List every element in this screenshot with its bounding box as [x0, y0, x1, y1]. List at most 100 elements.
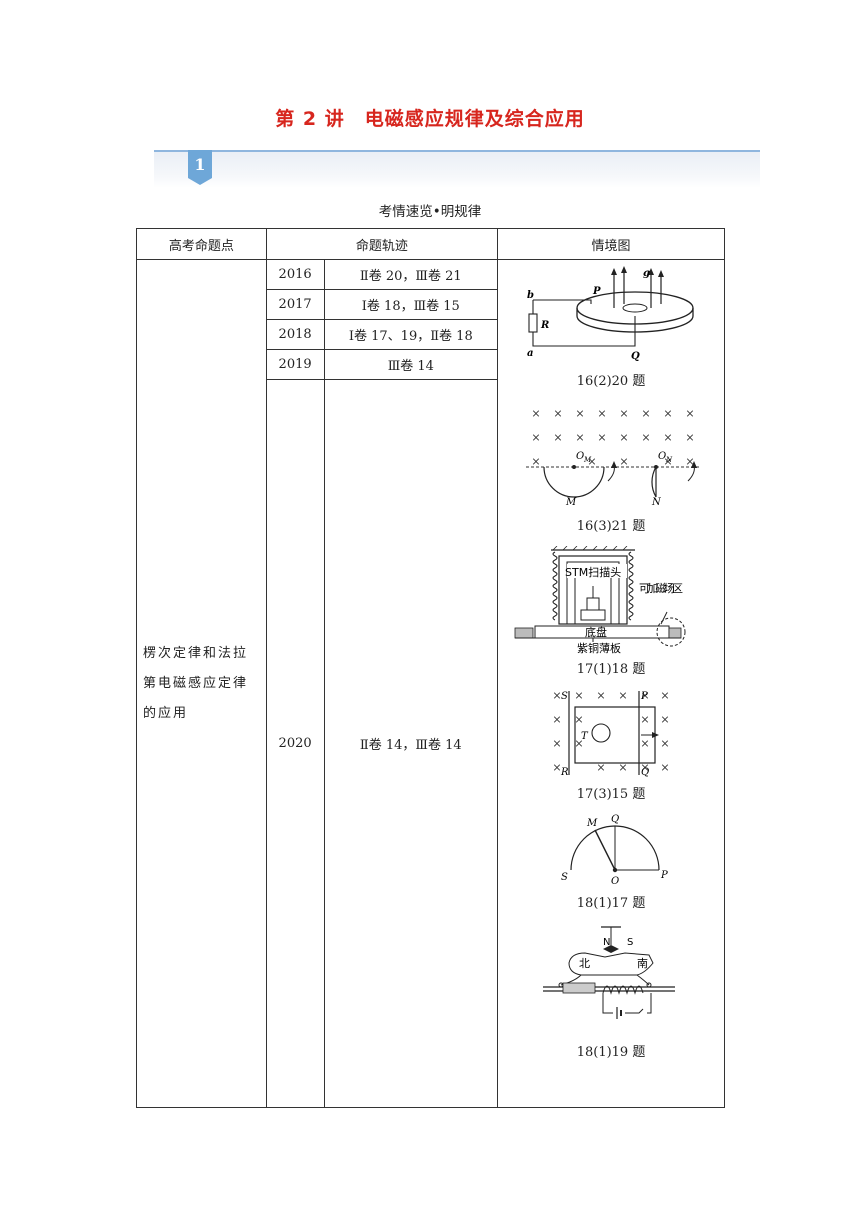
svg-text:S: S: [627, 937, 633, 948]
svg-text:×: ×: [531, 431, 540, 444]
svg-text:M: M: [583, 456, 592, 464]
table-row: 2017 Ⅰ卷 18，Ⅲ卷 15: [137, 289, 725, 320]
svg-text:×: ×: [685, 455, 694, 468]
figure-disk-circuit: b a R P Q g: [527, 266, 694, 362]
track-cell: Ⅱ卷 14，Ⅲ卷 14: [323, 379, 499, 1108]
figure-caption: 17(1)18 题: [576, 662, 646, 677]
svg-text:×: ×: [587, 455, 596, 468]
table-row: 楞次定律和法拉第电磁感应定律的应用 2016 Ⅱ卷 20，Ⅲ卷 21: [136, 259, 725, 1108]
svg-text:×: ×: [685, 431, 694, 444]
track-cell: Ⅰ卷 18，Ⅲ卷 15: [323, 289, 499, 320]
svg-text:×: ×: [575, 431, 584, 444]
section-divider: [154, 150, 760, 152]
svg-text:×: ×: [574, 713, 583, 726]
svg-text:Q: Q: [631, 351, 640, 362]
svg-text:S: S: [561, 691, 568, 702]
svg-text:Q: Q: [641, 767, 649, 778]
svg-text:P: P: [640, 691, 648, 702]
svg-text:×: ×: [641, 407, 650, 420]
svg-text:T: T: [581, 731, 589, 742]
svg-text:P: P: [592, 286, 601, 297]
svg-text:×: ×: [531, 407, 540, 420]
svg-text:P: P: [660, 870, 668, 881]
year-cell: 2016: [265, 259, 325, 290]
svg-text:×: ×: [660, 737, 669, 750]
svg-text:O: O: [576, 451, 584, 462]
svg-text:M: M: [565, 497, 577, 508]
zone-label: 可加磁场区: [639, 581, 683, 595]
svg-text:×: ×: [597, 431, 606, 444]
figure-semicircle-field: ×××××××× ×××××××× ××××× O M O N: [526, 407, 701, 508]
figure-caption: 18(1)17 题: [576, 896, 646, 911]
svg-text:南: 南: [637, 957, 648, 970]
svg-text:×: ×: [618, 761, 627, 774]
table-row: 2019 Ⅲ卷 14: [137, 349, 725, 380]
svg-text:×: ×: [552, 713, 561, 726]
header-track: 命题轨迹: [265, 228, 499, 260]
svg-text:R: R: [560, 767, 569, 778]
svg-text:×: ×: [619, 407, 628, 420]
svg-text:×: ×: [619, 455, 628, 468]
svg-text:北: 北: [579, 957, 590, 970]
svg-text:×: ×: [552, 761, 561, 774]
table-header-row: 高考命题点 命题轨迹 情境图: [136, 228, 725, 260]
svg-text:R: R: [540, 320, 549, 331]
year-cell: 2019: [265, 349, 325, 380]
svg-text:×: ×: [663, 407, 672, 420]
svg-text:×: ×: [575, 407, 584, 420]
svg-text:×: ×: [596, 689, 605, 702]
year-cell: 2018: [265, 319, 325, 350]
header-topic: 高考命题点: [136, 228, 267, 260]
page-title: 第 2 讲 电磁感应规律及综合应用: [275, 108, 585, 130]
topic-cell: 楞次定律和法拉第电磁感应定律的应用: [136, 259, 267, 1108]
section-number-badge: 1: [188, 150, 212, 185]
section-banner: [154, 150, 760, 188]
svg-text:×: ×: [597, 407, 606, 420]
svg-text:×: ×: [618, 689, 627, 702]
svg-text:×: ×: [619, 431, 628, 444]
svg-text:O: O: [611, 876, 619, 887]
section-caption: 考情速览•明规律: [378, 204, 482, 220]
svg-text:×: ×: [552, 689, 561, 702]
svg-text:×: ×: [553, 431, 562, 444]
svg-text:N: N: [651, 497, 662, 508]
figures-cell: b a R P Q g 16(2)20 题 ×××××××× ×××××××× …: [497, 259, 725, 1108]
svg-text:Q: Q: [611, 814, 619, 825]
svg-text:×: ×: [641, 431, 650, 444]
svg-text:×: ×: [574, 737, 583, 750]
svg-text:×: ×: [574, 689, 583, 702]
svg-text:STM扫描头: STM扫描头: [565, 565, 621, 579]
year-cell: 2020: [265, 379, 325, 1108]
svg-text:×: ×: [552, 737, 561, 750]
svg-text:b: b: [527, 290, 534, 301]
section-number: 1: [194, 155, 205, 174]
svg-text:×: ×: [531, 455, 540, 468]
figure-caption: 16(3)21 题: [576, 519, 646, 534]
svg-text:O: O: [658, 451, 666, 462]
svg-text:N: N: [603, 937, 610, 948]
svg-text:×: ×: [640, 713, 649, 726]
svg-text:×: ×: [596, 761, 605, 774]
svg-text:a: a: [527, 348, 533, 359]
svg-text:×: ×: [663, 455, 672, 468]
track-cell: Ⅱ卷 20，Ⅲ卷 21: [323, 259, 499, 290]
svg-text:×: ×: [660, 689, 669, 702]
figure-compass-coil: N S 北 南: [543, 926, 676, 1019]
figure-frame-field: ×××××× ×× ×× ××××× ×××× S P R Q T: [552, 689, 669, 778]
svg-text:×: ×: [660, 713, 669, 726]
svg-text:N: N: [665, 456, 673, 464]
figure-semicircle-arc: M Q S O P: [561, 814, 668, 887]
track-cell: Ⅲ卷 14: [323, 349, 499, 380]
svg-text:×: ×: [640, 761, 649, 774]
track-cell: Ⅰ卷 17、19，Ⅱ卷 18: [323, 319, 499, 350]
svg-text:M: M: [586, 818, 598, 829]
exam-table: 高考命题点 命题轨迹 情境图 楞次定律和法拉第电磁感应定律的应用 2016 Ⅱ卷…: [136, 228, 725, 1108]
svg-text:紫铜薄板: 紫铜薄板: [577, 641, 621, 654]
svg-text:底盘: 底盘: [585, 625, 607, 639]
table-row: 2020 Ⅱ卷 14，Ⅲ卷 14: [137, 379, 725, 1108]
svg-text:×: ×: [660, 761, 669, 774]
figure-stm-device: STM扫描头 可加磁场区 底盘 紫铜薄板: [514, 546, 686, 654]
header-figures: 情境图: [497, 228, 725, 260]
svg-text:×: ×: [640, 737, 649, 750]
figure-caption: 16(2)20 题: [576, 374, 646, 389]
